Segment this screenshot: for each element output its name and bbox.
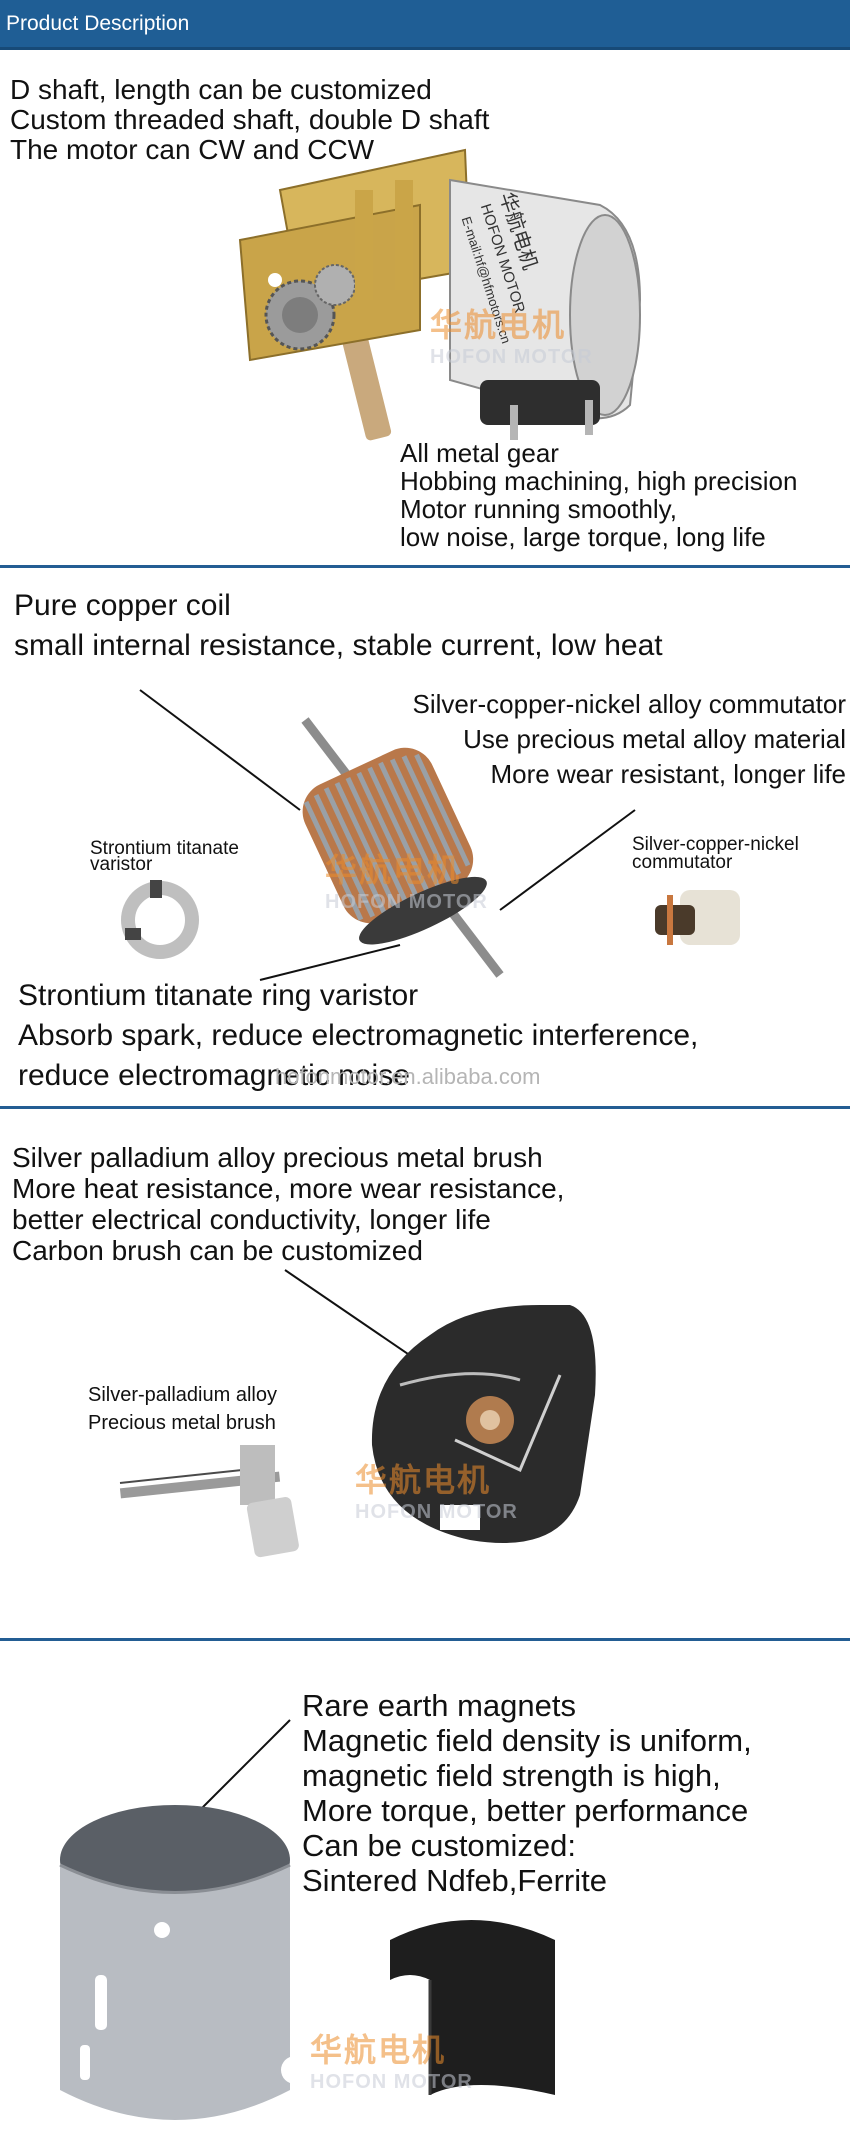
s3-line-3: better electrical conductivity, longer l… [12, 1204, 491, 1235]
s1-bottom-2: Hobbing machining, high precision [400, 466, 798, 496]
watermark-cn: 华航电机 [430, 307, 567, 343]
commutator-label-1: Silver-copper-nickel [632, 834, 799, 855]
commutator-label-2: commutator [632, 852, 733, 873]
gear-motor-image [238, 148, 642, 441]
rotor-image [121, 689, 740, 981]
s1-line-1: D shaft, length can be customized [10, 74, 432, 105]
s1-bottom-1: All metal gear [400, 438, 559, 468]
divider-2 [0, 1106, 850, 1109]
s4-line-2: Magnetic field density is uniform, [302, 1723, 752, 1758]
watermark-4: 华航电机 HOFON MOTOR [310, 2025, 473, 2094]
watermark-en: HOFON MOTOR [325, 891, 488, 913]
s3-line-1: Silver palladium alloy precious metal br… [12, 1142, 543, 1173]
watermark-3: 华航电机 HOFON MOTOR [355, 1455, 518, 1524]
s2-bottom-2: Absorb spark, reduce electromagnetic int… [18, 1019, 699, 1052]
s4-line-4: More torque, better performance [302, 1793, 749, 1828]
watermark-1: 华航电机 HOFON MOTOR [430, 300, 593, 369]
watermark-cn: 华航电机 [310, 2032, 447, 2068]
watermark-cn: 华航电机 [325, 852, 462, 888]
site-watermark: hofonmotor.en.alibaba.com [275, 1064, 541, 1089]
s4-line-6: Sintered Ndfeb,Ferrite [302, 1863, 607, 1898]
divider-3 [0, 1638, 850, 1641]
watermark-en: HOFON MOTOR [430, 346, 593, 368]
s4-line-1: Rare earth magnets [302, 1688, 576, 1723]
s1-line-3: The motor can CW and CCW [10, 134, 375, 165]
commutator-line-3: More wear resistant, longer life [490, 759, 846, 789]
s1-bottom-4: low noise, large torque, long life [400, 522, 766, 552]
s4-line-5: Can be customized: [302, 1828, 576, 1863]
s2-bottom-3: reduce electromagnetic noise [18, 1059, 410, 1092]
s3-line-2: More heat resistance, more wear resistan… [12, 1173, 565, 1204]
divider-1 [0, 565, 850, 568]
varistor-label-1: Strontium titanate [90, 838, 239, 859]
header-title: Product Description [6, 12, 190, 35]
commutator-line-1: Silver-copper-nickel alloy commutator [412, 689, 846, 719]
brush-label-2: Precious metal brush [88, 1412, 276, 1434]
s1-bottom-3: Motor running smoothly, [400, 494, 677, 524]
s4-line-3: magnetic field strength is high, [302, 1758, 721, 1793]
watermark-cn: 华航电机 [355, 1462, 492, 1498]
magnet-image [59, 1719, 555, 2120]
brush-image [119, 1269, 596, 1558]
varistor-label-2: varistor [90, 854, 153, 875]
s1-line-2: Custom threaded shaft, double D shaft [10, 104, 490, 135]
s2-line-2: small internal resistance, stable curren… [14, 629, 663, 662]
watermark-2: 华航电机 HOFON MOTOR [325, 845, 488, 914]
s2-bottom-1: Strontium titanate ring varistor [18, 979, 419, 1012]
watermark-en: HOFON MOTOR [355, 1501, 518, 1523]
watermark-en: HOFON MOTOR [310, 2071, 473, 2093]
s3-line-4: Carbon brush can be customized [12, 1235, 423, 1266]
commutator-line-2: Use precious metal alloy material [463, 724, 846, 754]
header-bar: Product Description [0, 0, 850, 50]
s2-line-1: Pure copper coil [14, 589, 231, 622]
brush-label-1: Silver-palladium alloy [88, 1384, 277, 1406]
